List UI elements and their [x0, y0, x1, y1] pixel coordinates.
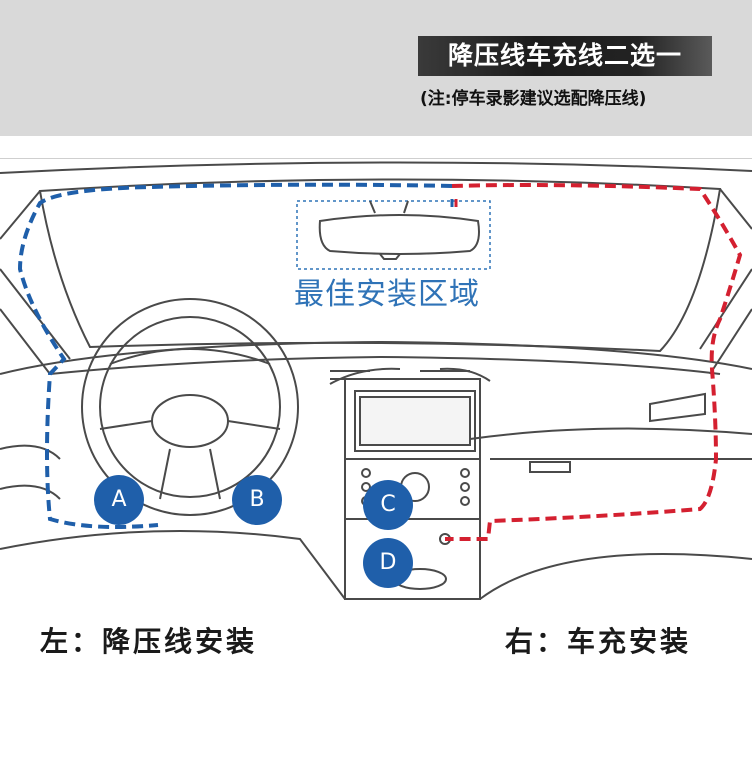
hardwire-route — [17, 182, 453, 529]
marker-b: B — [232, 475, 282, 525]
windshield-outline — [38, 178, 722, 353]
car-interior-diagram — [0, 158, 752, 606]
marker-d: D — [363, 538, 413, 588]
marker-a: A — [94, 475, 144, 525]
page-title: 降压线车充线二选一 — [418, 36, 712, 76]
header-band: 降压线车充线二选一 (注:停车录影建议选配降压线) — [0, 0, 752, 136]
best-install-zone-label: 最佳安装区域 — [294, 277, 480, 312]
left-install-label: 左：降压线安装 — [40, 625, 258, 658]
rearview-mirror-outline — [318, 214, 480, 255]
right-install-label: 右：车充安装 — [505, 625, 692, 658]
title-note: (注:停车录影建议选配降压线) — [420, 89, 647, 109]
marker-c: C — [363, 480, 413, 530]
dashboard-drawing — [0, 161, 752, 600]
